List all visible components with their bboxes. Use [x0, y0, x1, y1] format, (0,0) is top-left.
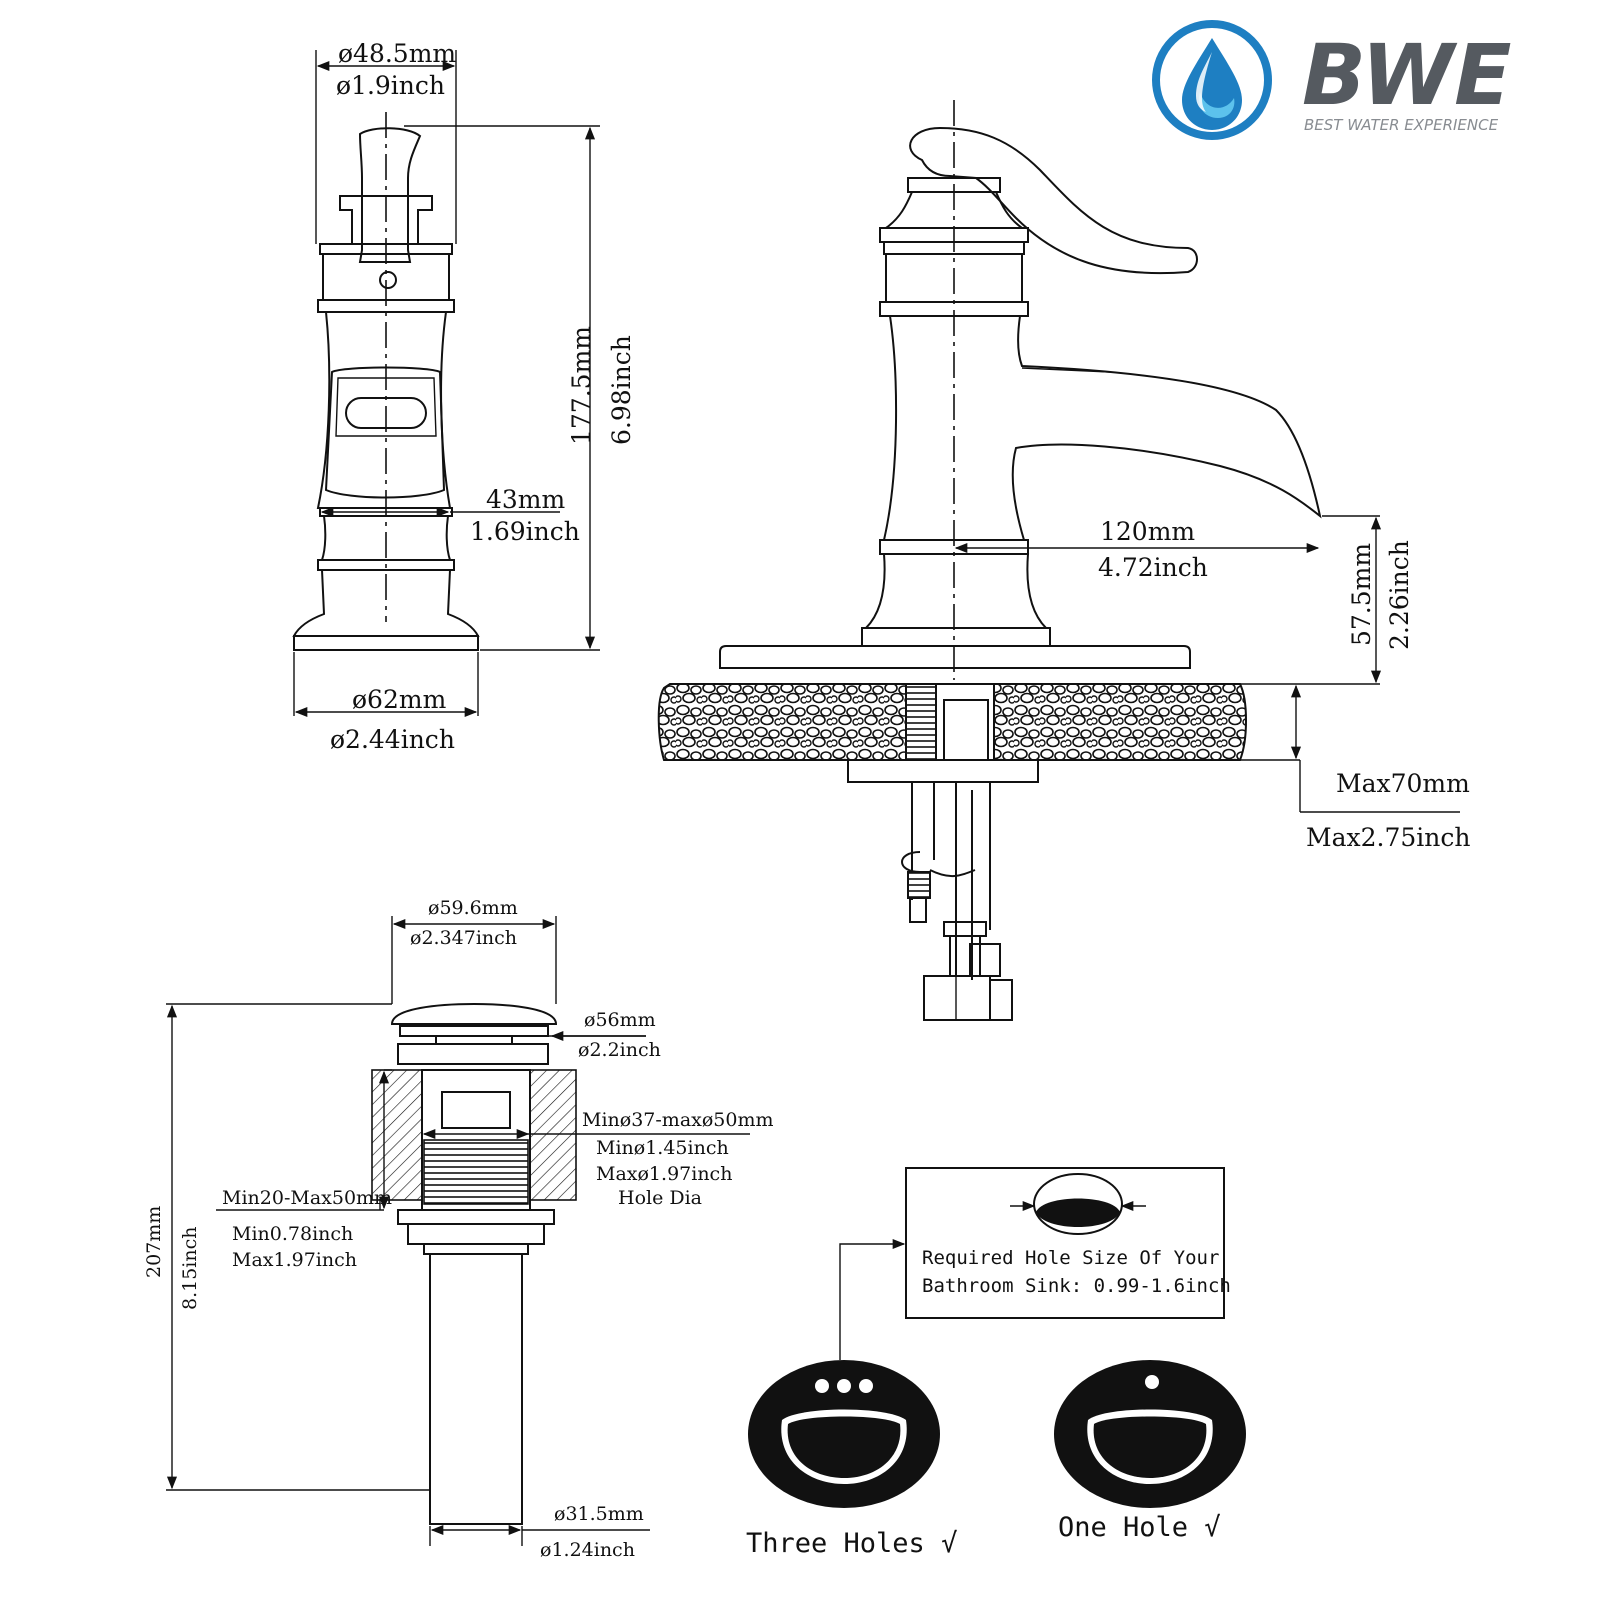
height-inch: 6.98inch	[607, 335, 636, 445]
spout-height-inch: 2.26inch	[1385, 540, 1414, 650]
base-diameter-inch: ø2.44inch	[330, 725, 455, 754]
sink-three-holes: Three Holes √	[746, 1360, 957, 1559]
water-drop-icon	[1152, 20, 1272, 140]
neck-width-mm: 43mm	[486, 485, 566, 514]
sink-note-line1: Required Hole Size Of Your	[922, 1247, 1219, 1269]
hole-dia-min-inch: Minø1.45inch	[596, 1137, 729, 1159]
hole-dia-max-inch: Maxø1.97inch	[596, 1163, 732, 1185]
cap-diameter-inch: ø2.347inch	[410, 927, 517, 949]
cap-diameter-mm: ø59.6mm	[428, 897, 518, 919]
flange-diameter-inch: ø2.2inch	[578, 1039, 661, 1061]
thickness-mm: Min20-Max50mm	[222, 1187, 392, 1209]
pipe-diameter-inch: ø1.24inch	[540, 1539, 635, 1561]
thickness-min-inch: Min0.78inch	[232, 1223, 353, 1245]
one-hole-sink-icon	[1054, 1360, 1246, 1508]
base-diameter-mm: ø62mm	[352, 685, 447, 714]
hole-dia-mm: Minø37-maxø50mm	[582, 1109, 774, 1131]
three-hole-sink-icon	[748, 1360, 940, 1508]
brand-tagline: BEST WATER EXPERIENCE	[1304, 116, 1499, 134]
brand-logo: BWE BEST WATER EXPERIENCE	[1152, 20, 1511, 140]
spout-height-mm: 57.5mm	[1347, 543, 1376, 646]
three-holes-label: Three Holes √	[746, 1528, 957, 1559]
height-mm: 177.5mm	[567, 326, 596, 445]
total-height-mm: 207mm	[143, 1206, 165, 1278]
brand-name: BWE	[1302, 26, 1511, 124]
top-diameter-inch: ø1.9inch	[336, 71, 445, 100]
faucet-front-view: 120mm 4.72inch 57.5mm 2.26inch Max70mm M…	[657, 100, 1470, 1021]
top-diameter-mm: ø48.5mm	[338, 39, 456, 68]
thickness-max-inch: Max1.97inch	[232, 1249, 357, 1271]
one-hole-label: One Hole √	[1058, 1512, 1221, 1543]
hole-size-icon	[1010, 1173, 1146, 1235]
neck-width-inch: 1.69inch	[470, 517, 580, 546]
spout-reach-inch: 4.72inch	[1098, 553, 1208, 582]
sink-note-line2: Bathroom Sink: 0.99-1.6inch	[922, 1275, 1231, 1297]
faucet-side-view: ø48.5mm ø1.9inch 177.5mm 6.98inch 43mm 1…	[292, 39, 636, 754]
drain-assembly: ø59.6mm ø2.347inch ø56mm ø2.2inch Minø37…	[143, 897, 774, 1561]
deck-thickness-mm: Max70mm	[1336, 769, 1470, 798]
total-height-inch: 8.15inch	[179, 1227, 201, 1311]
sink-hole-note: Required Hole Size Of Your Bathroom Sink…	[839, 1167, 1231, 1360]
sink-one-hole: One Hole √	[1054, 1360, 1246, 1543]
deck-thickness-inch: Max2.75inch	[1306, 823, 1470, 852]
spout-reach-mm: 120mm	[1100, 517, 1195, 546]
pipe-diameter-mm: ø31.5mm	[554, 1503, 644, 1525]
hole-dia-label: Hole Dia	[618, 1187, 702, 1209]
flange-diameter-mm: ø56mm	[584, 1009, 656, 1031]
